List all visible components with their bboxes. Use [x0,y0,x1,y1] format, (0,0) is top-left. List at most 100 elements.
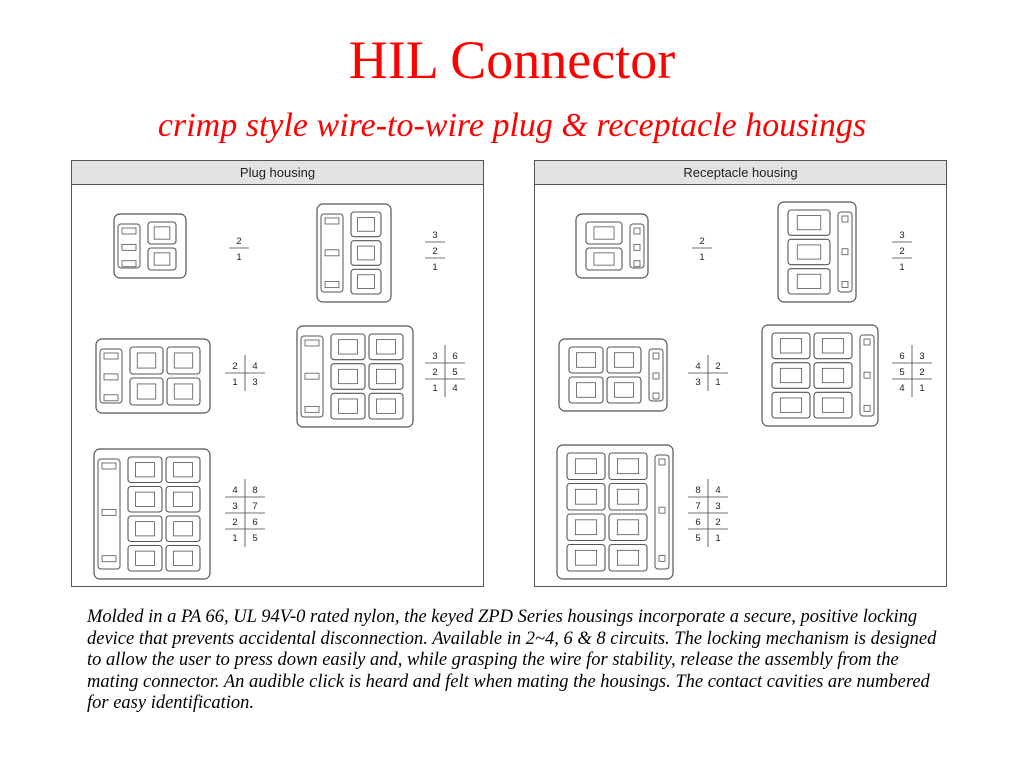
receptacle-latch-slot [633,227,641,235]
plug-cavity [368,333,404,361]
pin-number: 3 [432,351,437,362]
receptacle-contact-window [574,458,598,475]
plug-contact-window [376,368,396,385]
receptacle-latch-slot [633,260,641,268]
plug-contact-window [173,550,193,566]
plug-contact-window [376,398,396,414]
pin-number: 2 [236,236,241,247]
plug-housing-header: Plug housing [72,161,483,185]
plug-contact-window [357,245,375,261]
receptacle-cavity [608,513,648,542]
plug-contact-window [173,383,194,400]
plug-cavity [330,363,366,390]
receptacle-connector-3 [777,201,857,303]
pin-number: 3 [252,377,257,388]
plug-latch-slot [304,372,320,380]
pin-number: 2 [232,361,237,372]
receptacle-contact-window [821,338,845,354]
plug-cavity [368,363,404,390]
plug-cavity [350,240,382,266]
receptacle-cavity [813,391,853,419]
receptacle-cavity [566,482,606,511]
plug-cavity [127,456,163,484]
pin-number: 3 [232,501,237,512]
plug-latch-slot [324,281,340,289]
receptacle-connector-4 [558,338,668,412]
receptacle-cavity [585,221,623,245]
plug-cavity [166,377,201,406]
pin-number: 2 [715,361,720,372]
pin-number: 3 [695,377,700,388]
plug-latch-slot [121,227,137,235]
receptacle-contact-window [593,252,615,266]
plug-contact-window [173,491,193,507]
receptacle-latch-slot [658,506,666,514]
receptacle-latch-slot [658,554,666,562]
plug-latch [300,335,324,418]
pin-number: 3 [432,230,437,241]
receptacle-latch-slot [652,392,660,400]
plug-cavity [129,346,164,375]
receptacle-latch-slot [841,281,849,288]
receptacle-cavity [608,543,648,572]
pin-number: 3 [715,501,720,512]
receptacle-contact-window [616,519,640,536]
pin-number: 1 [236,252,241,263]
pin-number: 2 [699,236,704,247]
pin-number: 7 [252,501,257,512]
pin-number: 5 [899,367,904,378]
plug-contact-window [376,339,396,355]
pin-number: 1 [715,533,720,544]
plug-connector-2 [113,213,187,279]
pin-number: 6 [695,517,700,528]
plug-latch [320,213,344,293]
plug-pin-table-3: 321 [425,230,445,273]
receptacle-latch [629,223,645,269]
receptacle-contact-window [576,352,596,368]
receptacle-latch-slot [863,371,871,379]
pin-number: 1 [899,262,904,273]
plug-latch-slot [101,555,117,563]
pin-number: 4 [252,361,257,372]
plug-cavity [165,515,201,543]
receptacle-contact-window [779,367,803,384]
pin-number: 1 [715,377,720,388]
pin-number: 2 [232,517,237,528]
plug-contact-window [135,521,155,537]
receptacle-cavity [568,346,604,374]
plug-cavity [147,221,177,245]
receptacle-latch-slot [652,352,660,360]
plug-cavity [330,333,366,361]
plug-latch-slot [304,339,320,347]
plug-cavity [127,544,163,572]
plug-contact-window [136,383,157,400]
pin-number: 7 [695,501,700,512]
pin-number: 2 [919,367,924,378]
receptacle-contact-window [616,549,640,566]
plug-latch-slot [103,352,119,360]
plug-connector-3 [316,203,392,303]
receptacle-pin-table-2: 21 [692,236,712,263]
receptacle-cavity [606,346,642,374]
plug-latch-slot [103,373,119,381]
receptacle-contact-window [796,273,822,289]
plug-cavity [127,515,163,543]
plug-contact-window [173,462,193,478]
page-subtitle: crimp style wire-to-wire plug & receptac… [157,107,867,144]
pin-number: 1 [432,383,437,394]
pin-number: 2 [432,367,437,378]
receptacle-latch-slot [841,248,849,256]
receptacle-pin-table-3: 321 [892,230,912,273]
plug-latch-slot [103,394,119,402]
receptacle-cavity [813,362,853,389]
receptacle-contact-window [821,397,845,413]
receptacle-contact-window [796,244,822,260]
receptacle-latch-slot [863,404,871,412]
pin-number: 4 [899,383,904,394]
plug-latch-slot [324,217,340,225]
receptacle-cavity [608,452,648,481]
plug-cavity [147,247,177,271]
